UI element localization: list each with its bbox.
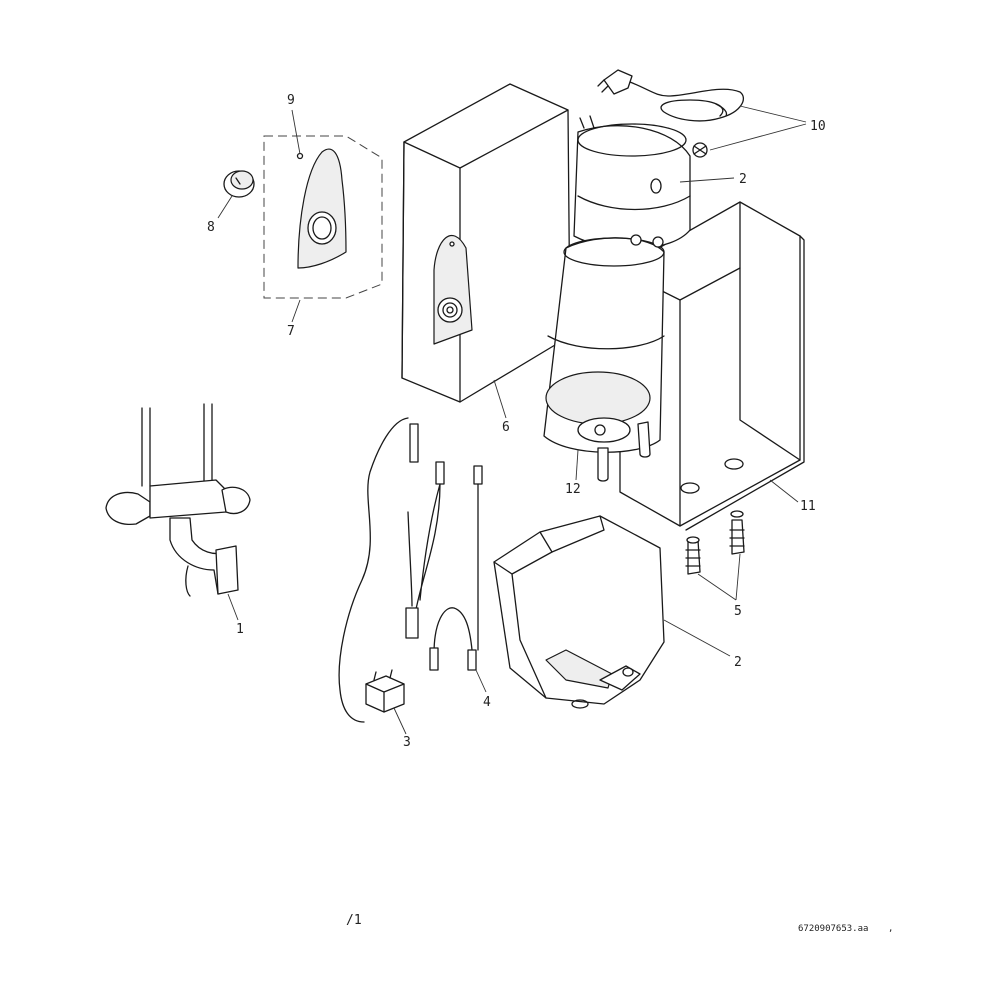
part-3-cutout-switch [365,669,405,713]
label-5: 5 [734,604,742,619]
footer-tick: , [888,924,893,934]
label-8: 8 [207,220,215,235]
label-4: 4 [483,695,491,710]
part-10-power-cable [597,69,744,158]
part-8-knob [223,170,255,198]
label-12: 12 [565,482,581,497]
part-4-wiring [338,417,483,723]
label-10: 10 [810,119,826,134]
label-1: 1 [236,622,244,637]
leader-lines [217,105,807,735]
label-6: 6 [502,420,510,435]
dashed-group-outline [263,135,383,299]
label-2-lower: 2 [734,655,742,670]
part-12-heater-tank [543,234,665,482]
label-11: 11 [800,499,816,514]
label-2-upper: 2 [739,172,747,187]
part-7-cover-panel [297,148,347,269]
part-9-small-screw [296,152,304,160]
label-9: 9 [287,93,295,108]
page-mark: /1 [346,913,362,928]
part-6-housing-cover [401,83,571,403]
part-2-lower-housing [493,515,665,709]
label-3: 3 [403,735,411,750]
part-1-mixer-tap [105,403,251,597]
label-7: 7 [287,324,295,339]
drawing-reference: 6720907653.aa [798,924,868,934]
footer: /1 6720907653.aa , [346,913,893,934]
part-2-upper-cap [573,115,691,250]
part-7-cover-group [263,135,383,299]
part-5-connectors [685,510,745,575]
part-11-back-panel [619,201,805,531]
callout-labels: 9 10 2 8 7 6 12 11 5 1 2 4 3 [207,93,826,750]
